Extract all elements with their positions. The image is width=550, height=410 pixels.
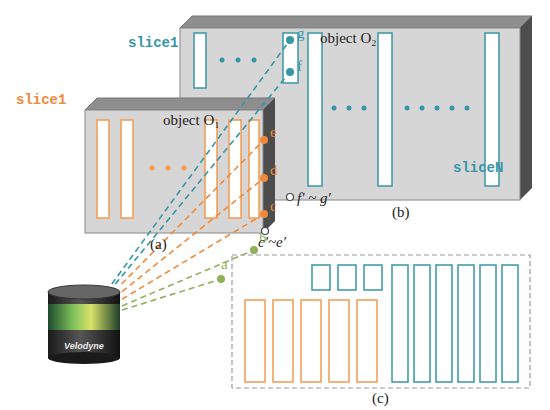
point-label: f	[297, 58, 302, 75]
ellipsis-dot	[150, 166, 155, 171]
scan-ray	[112, 44, 287, 284]
ellipsis-dot	[420, 106, 425, 111]
slice-label: sliceN	[453, 160, 503, 176]
object-label: object O₁	[163, 112, 219, 129]
slice-rect	[301, 300, 321, 382]
slice-label: slice1	[16, 92, 66, 108]
slice-rect	[249, 120, 259, 218]
point-label: c	[270, 198, 277, 215]
sensor-bottom	[48, 352, 120, 364]
panel-label: (a)	[150, 236, 167, 253]
lidar-sensor: Velodyne	[46, 284, 122, 360]
slice-rect	[308, 33, 322, 186]
slice-rect	[329, 300, 349, 382]
ellipsis-dot	[450, 106, 455, 111]
slice-rect	[357, 300, 377, 382]
sensor-body	[48, 292, 120, 358]
ellipsis-dot	[220, 58, 225, 63]
box-top-face	[180, 16, 532, 28]
scan-point: c	[260, 210, 268, 218]
scan-ray	[122, 216, 260, 299]
scan-ray	[122, 280, 217, 310]
point-label: d	[270, 162, 278, 179]
ellipsis-dot	[182, 166, 187, 171]
sensor-brand: Velodyne	[64, 341, 104, 351]
scan-point: a	[217, 275, 225, 283]
point-label: e	[270, 124, 277, 141]
ellipsis-dot	[166, 166, 171, 171]
scan-point: b	[250, 246, 258, 254]
scan-point: d	[260, 174, 268, 182]
slice-rect	[458, 265, 474, 382]
panel-label: (b)	[392, 204, 410, 221]
slice-rect	[392, 265, 408, 382]
slice-rect	[194, 33, 206, 88]
slice-rect	[338, 265, 356, 290]
scan-ray	[122, 252, 250, 306]
slice-rect	[378, 33, 392, 186]
slice-rect	[414, 265, 430, 382]
slice-rect	[312, 265, 330, 290]
slice-rect	[97, 120, 109, 218]
box-top-face	[85, 98, 275, 110]
slice-rect	[245, 300, 265, 382]
scan-point: g	[286, 36, 294, 44]
slice-rect	[273, 300, 293, 382]
ellipsis-dot	[347, 106, 352, 111]
panel-label: (c)	[372, 390, 389, 407]
projection-label: c′~e′	[258, 234, 286, 251]
object-label: object O₂	[320, 30, 376, 47]
ellipsis-dot	[332, 106, 337, 111]
box-side-face	[520, 16, 532, 200]
slice-rect	[436, 265, 452, 382]
ellipsis-dot	[252, 58, 257, 63]
scan-point: f	[286, 68, 294, 76]
scan-ray	[122, 181, 260, 291]
scan-ray	[115, 76, 286, 284]
scan-ray	[122, 144, 260, 284]
ellipsis-dot	[405, 106, 410, 111]
point-label: g	[297, 25, 305, 42]
slice-label: slice1	[128, 35, 178, 51]
object-box: object O₁edc	[85, 110, 263, 233]
scan-point: e	[260, 136, 268, 144]
ellipsis-dot	[435, 106, 440, 111]
projection-point	[287, 194, 294, 201]
slice-rect	[205, 120, 217, 218]
dashed-frame	[232, 255, 530, 388]
sensor-lens	[48, 304, 120, 330]
slice-rect	[364, 265, 382, 290]
ellipsis-dot	[236, 58, 241, 63]
slice-rect	[480, 265, 496, 382]
slice-rect	[283, 33, 298, 83]
slice-rect	[229, 120, 241, 218]
box-front-face	[85, 110, 263, 233]
sensor-top	[48, 285, 120, 299]
slice-rect	[121, 120, 133, 218]
slice-rect	[502, 265, 518, 382]
ellipsis-dot	[362, 106, 367, 111]
point-label: a	[221, 256, 228, 273]
ellipsis-dot	[465, 106, 470, 111]
projection-label: f′ ~ g′	[297, 190, 331, 207]
